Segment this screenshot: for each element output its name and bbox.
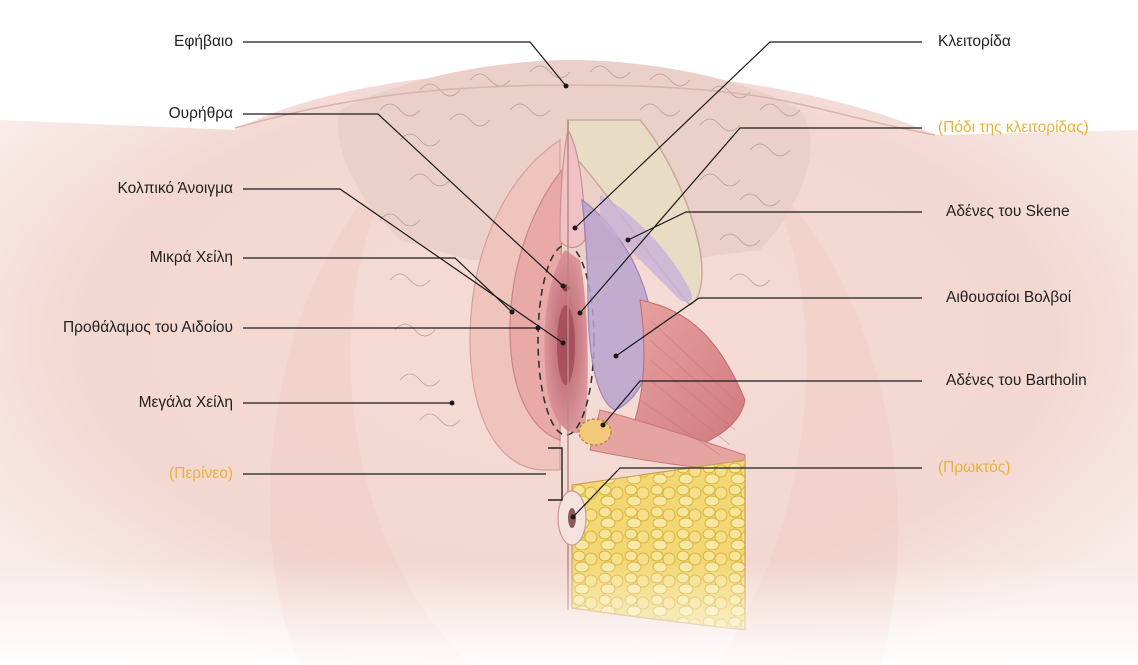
label-anus: (Πρωκτός): [938, 458, 1010, 478]
label-vaginal-opening: Κολπικό Άνοιγμα: [117, 179, 233, 199]
label-perineum: (Περίνεο): [169, 464, 233, 484]
label-labia-majora: Μεγάλα Χείλη: [139, 393, 233, 413]
label-labia-minora: Μικρά Χείλη: [150, 248, 233, 268]
label-bartholin-glands: Αδένες του Bartholin: [946, 371, 1087, 391]
label-vestibular-bulbs: Αιθουσαίοι Βολβοί: [946, 288, 1071, 308]
label-skene-glands: Αδένες του Skene: [946, 202, 1070, 222]
label-vestibule: Προθάλαμος του Αιδοίου: [63, 318, 233, 338]
label-clitoral-crus: (Πόδι της κλειτορίδας): [938, 118, 1089, 138]
label-mons: Εφήβαιο: [174, 32, 233, 52]
label-clitoris: Κλειτορίδα: [938, 32, 1011, 52]
label-urethra: Ουρήθρα: [169, 104, 233, 124]
